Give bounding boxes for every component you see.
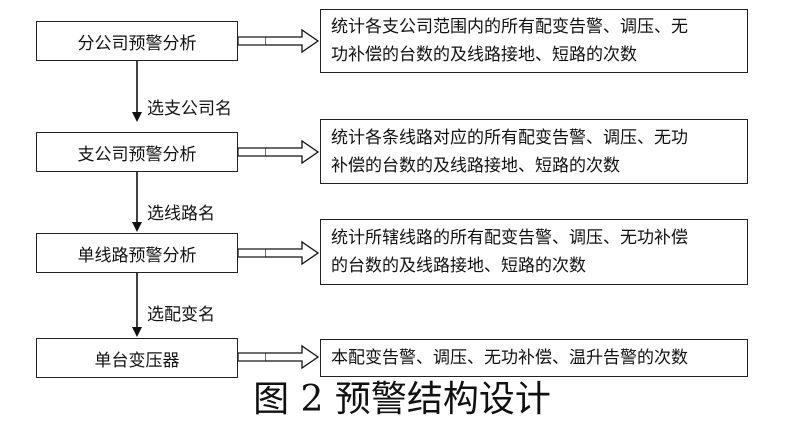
step-label-select-sub-company: 选支公司名 [147,99,232,119]
description-box-branch-company: 统计各支公司范围内的所有配变告警、调压、无 功补偿的台数的及线路接地、短路的次数 [320,9,748,73]
step-label-select-transformer: 选配变名 [147,305,215,325]
description-box-single-transformer: 本配变告警、调压、无功补偿、温升告警的次数 [320,339,748,377]
horizontal-arrow-1 [237,28,320,54]
level-box-single-transformer: 单台变压器 [36,338,238,378]
horizontal-arrow-3 [237,240,320,266]
level-box-branch-company: 分公司预警分析 [36,21,238,61]
level-box-single-line: 单线路预警分析 [36,233,238,273]
description-box-single-line: 统计所辖线路的所有配变告警、调压、无功补偿 的台数的及线路接地、短路的次数 [320,219,748,285]
horizontal-arrow-4 [237,344,320,370]
figure-caption: 图 2 预警结构设计 [253,379,551,420]
description-box-sub-company: 统计各条线路对应的所有配变告警、调压、无功 补偿的台数的及线路接地、短路的次数 [320,119,748,184]
level-box-sub-company: 支公司预警分析 [36,132,238,172]
step-label-select-line: 选线路名 [147,204,215,224]
horizontal-arrow-2 [237,139,320,165]
